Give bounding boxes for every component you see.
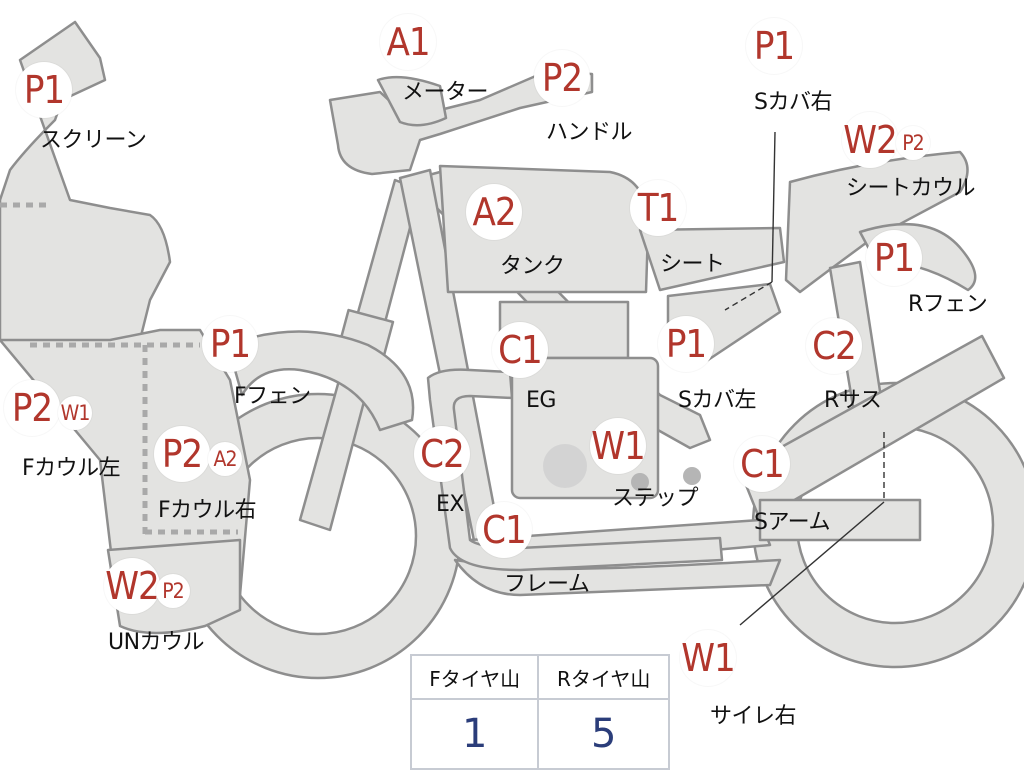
step-peg-left xyxy=(631,473,649,491)
label-rear-sus: Rサス xyxy=(824,388,882,413)
label-handle: ハンドル xyxy=(546,120,633,145)
step-peg-right xyxy=(683,467,701,485)
label-scover-right: Sカバ右 xyxy=(754,90,832,115)
label-meter: メーター xyxy=(402,80,489,105)
label-f-cowl-left: Fカウル左 xyxy=(22,456,121,481)
rear-tread-value: 5 xyxy=(537,698,670,770)
label-frame: フレーム xyxy=(504,572,590,597)
leader-silencer xyxy=(739,501,885,626)
badge-rear-sus[interactable]: C2 xyxy=(806,318,862,374)
badge-engine[interactable]: C1 xyxy=(492,322,548,378)
label-step: ステップ xyxy=(612,486,699,511)
badge-meter[interactable]: A1 xyxy=(380,14,436,70)
label-exhaust: EX xyxy=(436,492,464,517)
front-tread-header: Fタイヤ山 xyxy=(409,654,540,700)
swing-arm xyxy=(738,334,1006,522)
badge-step[interactable]: W1 xyxy=(590,418,646,474)
badge-seat-cowl[interactable]: W2 xyxy=(842,112,898,168)
tire-tread-table: Fタイヤ山 Rタイヤ山 1 5 xyxy=(409,654,670,770)
label-rear-fender: Rフェン xyxy=(908,292,988,317)
badge-front-fender[interactable]: P1 xyxy=(202,316,258,372)
badge-handle[interactable]: P2 xyxy=(534,50,590,106)
handlebar-meter xyxy=(328,70,594,176)
seat xyxy=(638,226,786,292)
label-seat: シート xyxy=(660,252,725,277)
rear-tread-header: Rタイヤ山 xyxy=(537,654,670,700)
front-fender xyxy=(226,330,415,432)
badge-tank[interactable]: A2 xyxy=(466,184,522,240)
badge-silencer-right[interactable]: W1 xyxy=(680,630,736,686)
badge-scover-right[interactable]: P1 xyxy=(746,18,802,74)
badge-seat[interactable]: T1 xyxy=(630,180,686,236)
label-tank: タンク xyxy=(500,254,565,279)
badge-screen[interactable]: P1 xyxy=(16,62,72,118)
badge-f-cowl-left-2[interactable]: W1 xyxy=(58,396,92,430)
seat-cowl-shape xyxy=(784,150,969,294)
engine-cover xyxy=(543,444,587,488)
label-screen: スクリーン xyxy=(40,128,147,153)
label-scover-left: Sカバ左 xyxy=(678,388,756,413)
exhaust-pipe xyxy=(426,368,724,572)
front-tread-value: 1 xyxy=(409,698,540,770)
label-engine: EG xyxy=(526,388,556,413)
badge-frame[interactable]: C1 xyxy=(476,502,532,558)
badge-scover-left[interactable]: P1 xyxy=(658,316,714,372)
label-silencer-right: サイレ右 xyxy=(710,704,797,729)
badge-seat-cowl-2[interactable]: P2 xyxy=(896,126,930,160)
badge-exhaust[interactable]: C2 xyxy=(414,426,470,482)
badge-under-cowl[interactable]: W2 xyxy=(104,558,160,614)
badge-f-cowl-right-2[interactable]: A2 xyxy=(208,442,242,476)
badge-rear-fender[interactable]: P1 xyxy=(866,230,922,286)
leader-scover-right xyxy=(771,131,776,283)
label-f-cowl-right: Fカウル右 xyxy=(158,498,257,523)
badge-under-cowl-2[interactable]: P2 xyxy=(156,574,190,608)
badge-f-cowl-left[interactable]: P2 xyxy=(4,380,60,436)
badge-f-cowl-right[interactable]: P2 xyxy=(154,426,210,482)
label-front-fender: Fフェン xyxy=(234,384,311,409)
label-seat-cowl: シートカウル xyxy=(846,176,976,201)
leader-scover-right-2 xyxy=(724,281,773,311)
meter-body xyxy=(376,75,448,127)
label-swing-arm: Sアーム xyxy=(754,510,831,535)
badge-swing-arm[interactable]: C1 xyxy=(734,436,790,492)
label-under-cowl: UNカウル xyxy=(108,630,205,655)
